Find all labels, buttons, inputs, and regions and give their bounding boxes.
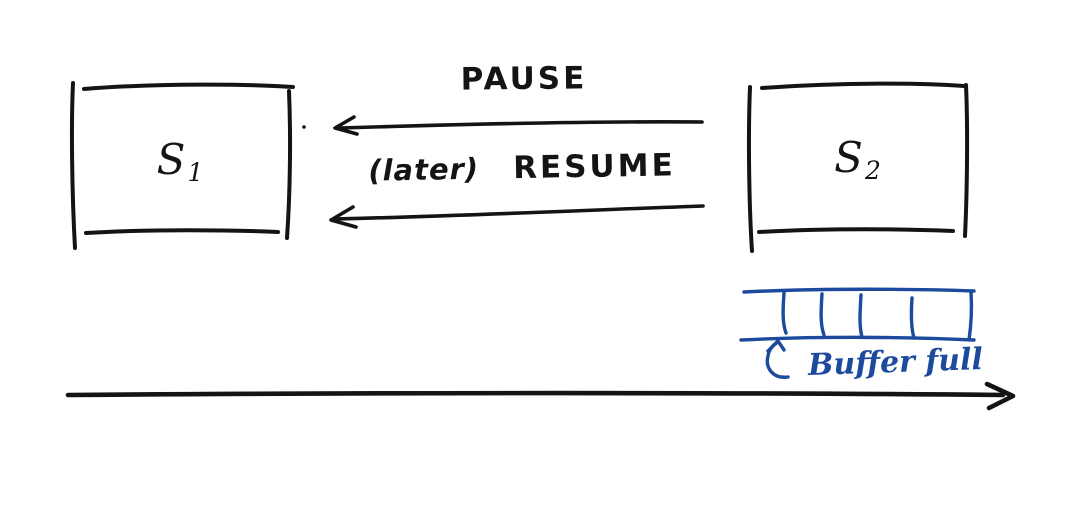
pause-message-label: PAUSE [340, 59, 708, 99]
resume-message-label: (later) RESUME [336, 147, 709, 189]
pause-arrow-line [338, 120, 704, 130]
box-edge-bottom [757, 227, 955, 234]
timeline-arrow [65, 381, 1016, 411]
s1-box [69, 81, 295, 250]
buffer-full-caption: Buffer full [807, 341, 984, 384]
buffer-right-edge [967, 290, 974, 342]
resume-arrow-line [334, 204, 705, 221]
pause-arrow [333, 115, 704, 136]
node-letter: S [834, 132, 863, 182]
box-edge-left [746, 85, 754, 253]
node-s2-label: S 2 [749, 84, 966, 230]
pointer-arrowhead [766, 339, 786, 353]
node-s1-label: S 1 [72, 84, 288, 234]
buffer-drawing [739, 287, 976, 342]
node-letter: S [156, 134, 186, 184]
buffer-pointer-arrow [765, 339, 790, 379]
buffer-slot-divider [858, 293, 864, 339]
box-edge-top [82, 82, 295, 91]
node-subscript: 2 [864, 155, 881, 185]
pause-text: PAUSE [460, 60, 588, 98]
ink-dot [302, 125, 306, 129]
timeline-arrowhead [984, 381, 1016, 411]
timeline-line [65, 390, 1006, 398]
resume-prefix-text: (later) [368, 151, 480, 188]
buffer-top-line [742, 287, 976, 294]
buffer-slot-divider [819, 292, 826, 337]
resume-arrowhead [329, 205, 358, 229]
node-subscript: 1 [187, 157, 204, 187]
buffer-slot-divider [781, 291, 788, 335]
pause-arrowhead [333, 115, 359, 136]
s2-box [746, 81, 970, 253]
buffer-slot-divider [909, 296, 916, 340]
box-edge-bottom [84, 228, 280, 235]
resume-arrow [329, 204, 705, 229]
box-edge-right [963, 83, 970, 238]
resume-text: RESUME [512, 147, 677, 187]
box-edge-top [760, 81, 966, 90]
buffer-bottom-line [739, 335, 976, 342]
box-edge-right [285, 89, 293, 240]
box-edge-left [69, 81, 77, 250]
